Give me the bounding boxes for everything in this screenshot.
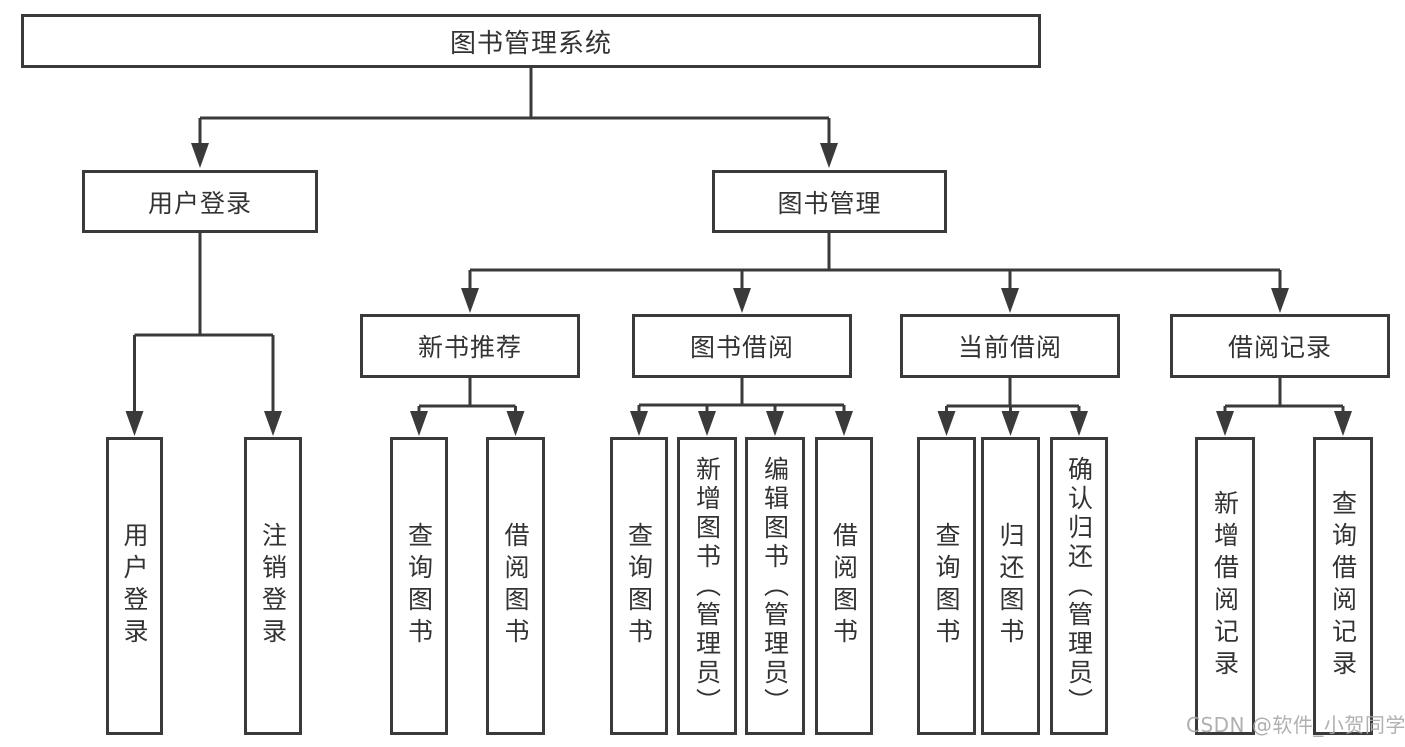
leaf-confirm-return-admin-label: 确认归还（管理员） <box>1064 455 1094 717</box>
connector-root-to-level2 <box>198 68 831 144</box>
leaf-query-borrow-record: 查询借阅记录 <box>1313 437 1373 735</box>
connector-book-management-children <box>468 233 1282 289</box>
leaf-add-borrow-record: 新增借阅记录 <box>1195 437 1255 735</box>
leaf-add-borrow-record-label: 新增借阅记录 <box>1210 490 1240 682</box>
leaf-logout-label: 注销登录 <box>258 522 288 650</box>
arrowheads-book-borrow-children <box>630 411 853 436</box>
leaf-add-books-admin: 新增图书（管理员） <box>677 437 737 735</box>
node-book-management: 图书管理 <box>712 170 947 233</box>
leaf-query-books-recommend: 查询图书 <box>390 437 448 735</box>
leaf-confirm-return-admin: 确认归还（管理员） <box>1050 437 1108 735</box>
leaf-query-books: 查询图书 <box>610 437 668 735</box>
leaf-edit-books-admin-label: 编辑图书（管理员） <box>760 455 790 717</box>
leaf-borrow-books-recommend-label: 借阅图书 <box>501 522 530 650</box>
node-borrow-records: 借阅记录 <box>1170 314 1390 378</box>
leaf-borrow-books: 借阅图书 <box>815 437 873 735</box>
arrowheads-current-borrow-children <box>937 411 1088 436</box>
leaf-borrow-books-recommend: 借阅图书 <box>486 437 545 735</box>
arrowheads-borrow-records-children <box>1216 411 1352 436</box>
leaf-query-books-current: 查询图书 <box>917 437 976 735</box>
arrowheads-user-login-children <box>125 411 282 436</box>
arrowheads-root-to-level2 <box>191 143 838 168</box>
node-current-borrow: 当前借阅 <box>900 314 1120 378</box>
node-user-login: 用户登录 <box>82 170 318 233</box>
leaf-query-books-label: 查询图书 <box>624 522 654 650</box>
node-root-library-management-system: 图书管理系统 <box>21 14 1041 68</box>
leaf-user-login-label: 用户登录 <box>120 522 149 650</box>
leaf-query-books-recommend-label: 查询图书 <box>404 522 434 650</box>
leaf-return-books: 归还图书 <box>981 437 1040 735</box>
connector-borrow-records-children <box>1223 378 1345 412</box>
leaf-query-borrow-record-label: 查询借阅记录 <box>1328 490 1358 682</box>
node-book-borrow: 图书借阅 <box>632 314 852 378</box>
leaf-add-books-admin-label: 新增图书（管理员） <box>692 455 722 717</box>
connector-book-borrow-children <box>637 378 846 412</box>
node-new-book-recommend: 新书推荐 <box>360 314 580 378</box>
connector-new-book-recommend-children <box>417 378 517 412</box>
connector-user-login-children <box>133 233 275 412</box>
leaf-borrow-books-label: 借阅图书 <box>829 522 859 650</box>
leaf-query-books-current-label: 查询图书 <box>932 522 961 650</box>
watermark: CSDN @软件_小贺同学 <box>1186 713 1405 737</box>
leaf-return-books-label: 归还图书 <box>996 522 1025 650</box>
arrowheads-book-management-children <box>461 288 1289 313</box>
leaf-user-login: 用户登录 <box>106 437 163 735</box>
leaf-edit-books-admin: 编辑图书（管理员） <box>745 437 805 735</box>
leaf-logout: 注销登录 <box>244 437 302 735</box>
connector-current-borrow-children <box>945 378 1081 412</box>
arrowheads-new-book-recommend-children <box>410 411 525 436</box>
